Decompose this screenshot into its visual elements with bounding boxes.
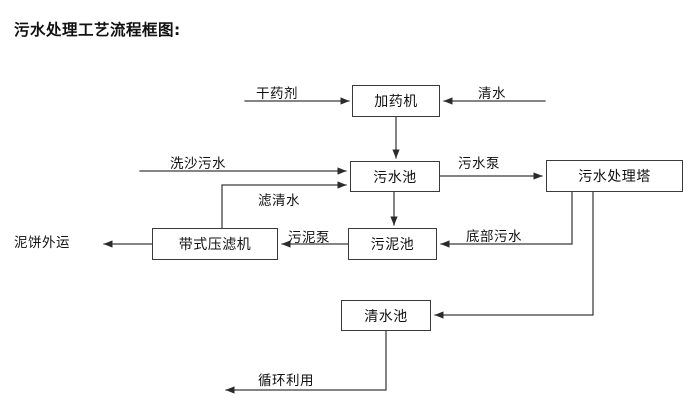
node-belt-filter-press[interactable]: 带式压滤机 xyxy=(152,228,278,260)
edge-label-filtrate: 滤清水 xyxy=(258,193,300,209)
node-sludge-pool-label: 污泥池 xyxy=(370,237,415,253)
edge-clean-water-pool-to-reuse xyxy=(225,330,387,394)
terminal-label-mud-cake-out: 泥饼外运 xyxy=(14,235,70,251)
node-sewage-treatment-tower[interactable]: 污水处理塔 xyxy=(546,160,683,192)
edge-label-sludge-pump: 污泥泵 xyxy=(288,230,330,246)
edge-bottom-sewage-to-sludge-pool xyxy=(440,191,573,248)
edge-label-clean-water: 清水 xyxy=(478,86,506,102)
node-sludge-pool[interactable]: 污泥池 xyxy=(348,228,437,260)
node-sewage-pool[interactable]: 污水池 xyxy=(350,161,440,192)
edge-filtrate-to-sewage-pool xyxy=(221,181,347,229)
edge-label-dry-reagent: 干药剂 xyxy=(256,86,298,102)
node-sewage-treatment-tower-label: 污水处理塔 xyxy=(578,169,651,185)
edge-label-sand-wash-sewage: 洗沙污水 xyxy=(170,156,226,172)
node-clean-water-pool[interactable]: 清水池 xyxy=(341,300,431,331)
edge-label-reuse: 循环利用 xyxy=(258,373,314,389)
node-dosing-machine[interactable]: 加药机 xyxy=(352,85,440,117)
edge-label-sewage-pump: 污水泵 xyxy=(458,156,500,172)
node-belt-filter-press-label: 带式压滤机 xyxy=(178,237,252,253)
page-title: 污水处理工艺流程框图: xyxy=(14,21,181,39)
node-sewage-pool-label: 污水池 xyxy=(373,169,417,186)
node-dosing-machine-label: 加药机 xyxy=(374,94,418,110)
node-clean-water-pool-label: 清水池 xyxy=(364,308,408,325)
edge-label-bottom-sewage: 底部污水 xyxy=(466,229,522,245)
edge-tower-to-clean-water-pool xyxy=(434,191,594,319)
